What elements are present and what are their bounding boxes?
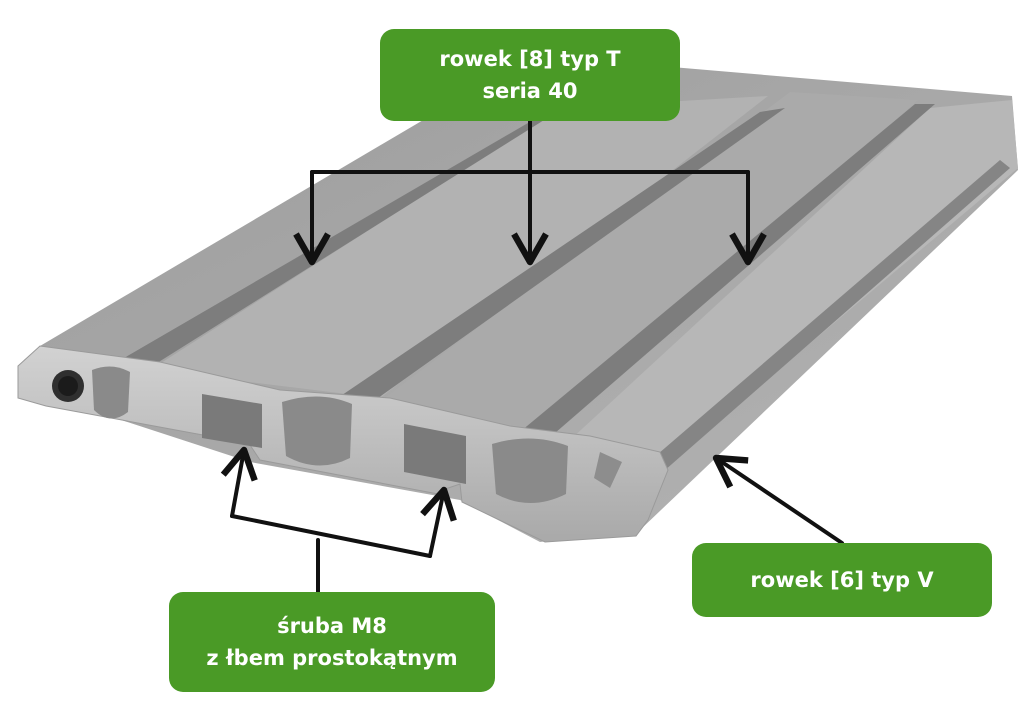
callout-v-groove-line1: rowek [6] typ V [750, 568, 934, 592]
callout-t-slot-line2: seria 40 [482, 79, 578, 103]
callout-bolt-line2: z łbem prostokątnym [206, 646, 458, 670]
t-slot-opening-1 [92, 366, 130, 419]
callout-t-slot: rowek [8] typ T seria 40 [380, 29, 680, 121]
arrow-icon [220, 446, 258, 518]
aluminum-profile-illustration [17, 66, 1018, 543]
callout-v-groove: rowek [6] typ V [692, 543, 992, 617]
callout-bolt-line1: śruba M8 [277, 614, 387, 638]
bolt-cavity-2 [404, 424, 466, 484]
v-groove-channel [630, 160, 1010, 492]
t-slot-channel-2 [320, 108, 785, 418]
profile-top-flat-3 [570, 100, 1018, 478]
arrow-bolt-bar [230, 514, 432, 558]
t-slot-opening-2 [282, 396, 352, 466]
t-slot-opening-3 [492, 438, 568, 503]
arrows [220, 119, 844, 594]
callout-t-slot-line1: rowek [8] typ T [439, 47, 621, 71]
arrow-icon [420, 486, 457, 558]
profile-bore-hole-inner [58, 376, 78, 396]
t-slot-channel-3 [515, 104, 935, 446]
v-groove-notch [594, 452, 622, 488]
profile-top-flat-2 [385, 92, 918, 430]
callout-bolt: śruba M8 z łbem prostokątnym [169, 592, 495, 692]
arrow-icon [712, 454, 844, 545]
bolt-cavity-1 [202, 394, 262, 448]
